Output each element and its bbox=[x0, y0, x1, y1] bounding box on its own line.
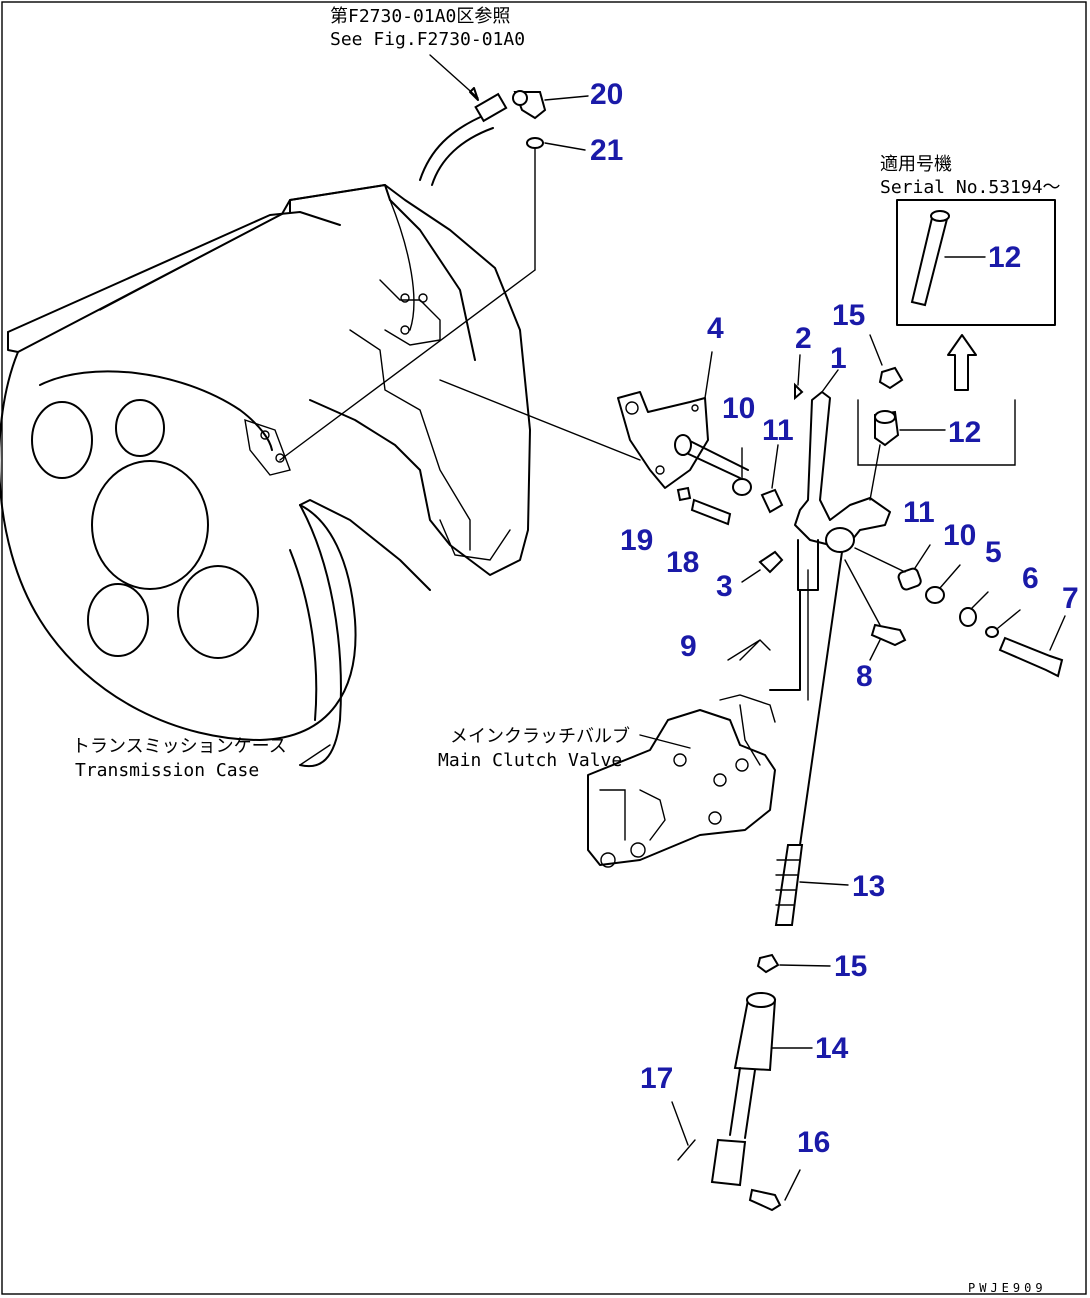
callout-13: 13 bbox=[852, 870, 885, 903]
figure-code: PWJE909 bbox=[968, 1281, 1047, 1295]
valve-label-jp: メインクラッチバルブ bbox=[450, 725, 630, 747]
callout-9: 9 bbox=[680, 630, 697, 663]
callout-8: 8 bbox=[856, 660, 873, 693]
case-port-2 bbox=[115, 399, 165, 457]
part-11-bushing-b bbox=[897, 567, 922, 591]
part-18-bolt bbox=[690, 498, 732, 526]
callout-10-left: 10 bbox=[722, 392, 755, 425]
part-10-washer-a bbox=[732, 478, 752, 496]
part-2-pin bbox=[794, 382, 804, 401]
case-port-1 bbox=[31, 401, 93, 479]
callout-16: 16 bbox=[797, 1126, 830, 1159]
callout-4: 4 bbox=[707, 312, 724, 345]
callout-2: 2 bbox=[795, 322, 812, 355]
part-15-nut-b bbox=[756, 953, 780, 974]
case-port-4 bbox=[177, 565, 259, 659]
pipe-fitting bbox=[474, 92, 508, 123]
control-rod bbox=[799, 551, 843, 846]
part-10-washer-b bbox=[925, 586, 945, 604]
callout-10-right: 10 bbox=[943, 519, 976, 552]
callout-1: 1 bbox=[830, 342, 847, 375]
callout-15-top: 15 bbox=[832, 299, 865, 332]
part-13-rod-end bbox=[774, 844, 849, 926]
callout-12-lower: 12 bbox=[948, 416, 981, 449]
callout-18: 18 bbox=[666, 546, 699, 579]
part-1-lever bbox=[769, 391, 891, 701]
part-11-bushing-a bbox=[760, 488, 784, 514]
pipe-upper-2 bbox=[431, 127, 494, 186]
serial-note-jp: 適用号機 bbox=[880, 154, 952, 175]
part-19-washer bbox=[676, 486, 692, 502]
valve-label-en: Main Clutch Valve bbox=[438, 750, 622, 771]
part-14-damper bbox=[710, 992, 813, 1187]
transmission-case bbox=[0, 184, 531, 768]
upgrade-arrow bbox=[947, 334, 977, 391]
callout-15-bottom: 15 bbox=[834, 950, 867, 983]
callout-6: 6 bbox=[1022, 562, 1039, 595]
part-3-grease-nipple bbox=[758, 550, 784, 574]
transmission-label-en: Transmission Case bbox=[75, 760, 259, 781]
part-17-cotter-leader bbox=[671, 1101, 696, 1161]
callout-21: 21 bbox=[590, 134, 623, 167]
bracket-group bbox=[857, 399, 1016, 466]
callout-3: 3 bbox=[716, 570, 733, 603]
part-12-joint-a bbox=[869, 410, 946, 501]
part-16-pin bbox=[748, 1188, 782, 1212]
part-7-bolt bbox=[998, 636, 1064, 678]
callout-11-left: 11 bbox=[762, 414, 794, 447]
callout-20: 20 bbox=[590, 78, 623, 111]
ref-note-jp: 第F2730-01A0区参照 bbox=[330, 6, 510, 27]
callout-11-right: 11 bbox=[903, 496, 935, 529]
part-21-oring bbox=[526, 137, 544, 149]
serial-box bbox=[896, 199, 1056, 326]
part-15-nut-a bbox=[878, 366, 904, 390]
part-8-bolt bbox=[870, 623, 907, 647]
part-20-elbow bbox=[512, 90, 547, 120]
callout-5: 5 bbox=[985, 536, 1002, 569]
callout-17: 17 bbox=[640, 1062, 673, 1095]
pipe-upper bbox=[419, 114, 486, 181]
callout-14: 14 bbox=[815, 1032, 849, 1065]
ref-arrowhead bbox=[469, 87, 479, 101]
part-6-lockwasher bbox=[985, 626, 999, 638]
callout-12-upper: 12 bbox=[988, 241, 1021, 274]
part-5-washer bbox=[959, 607, 977, 627]
transmission-label-jp: トランスミッションケース bbox=[72, 736, 287, 757]
callout-19: 19 bbox=[620, 524, 653, 557]
case-port-3 bbox=[87, 583, 149, 657]
case-main-bore bbox=[91, 460, 209, 590]
serial-note-en: Serial No.53194～ bbox=[880, 177, 1061, 198]
part-4-bracket bbox=[617, 391, 749, 489]
main-clutch-valve bbox=[587, 694, 776, 868]
part-12-joint-b bbox=[910, 210, 986, 307]
ref-note-en: See Fig.F2730-01A0 bbox=[330, 29, 525, 50]
callout-7: 7 bbox=[1062, 582, 1079, 615]
